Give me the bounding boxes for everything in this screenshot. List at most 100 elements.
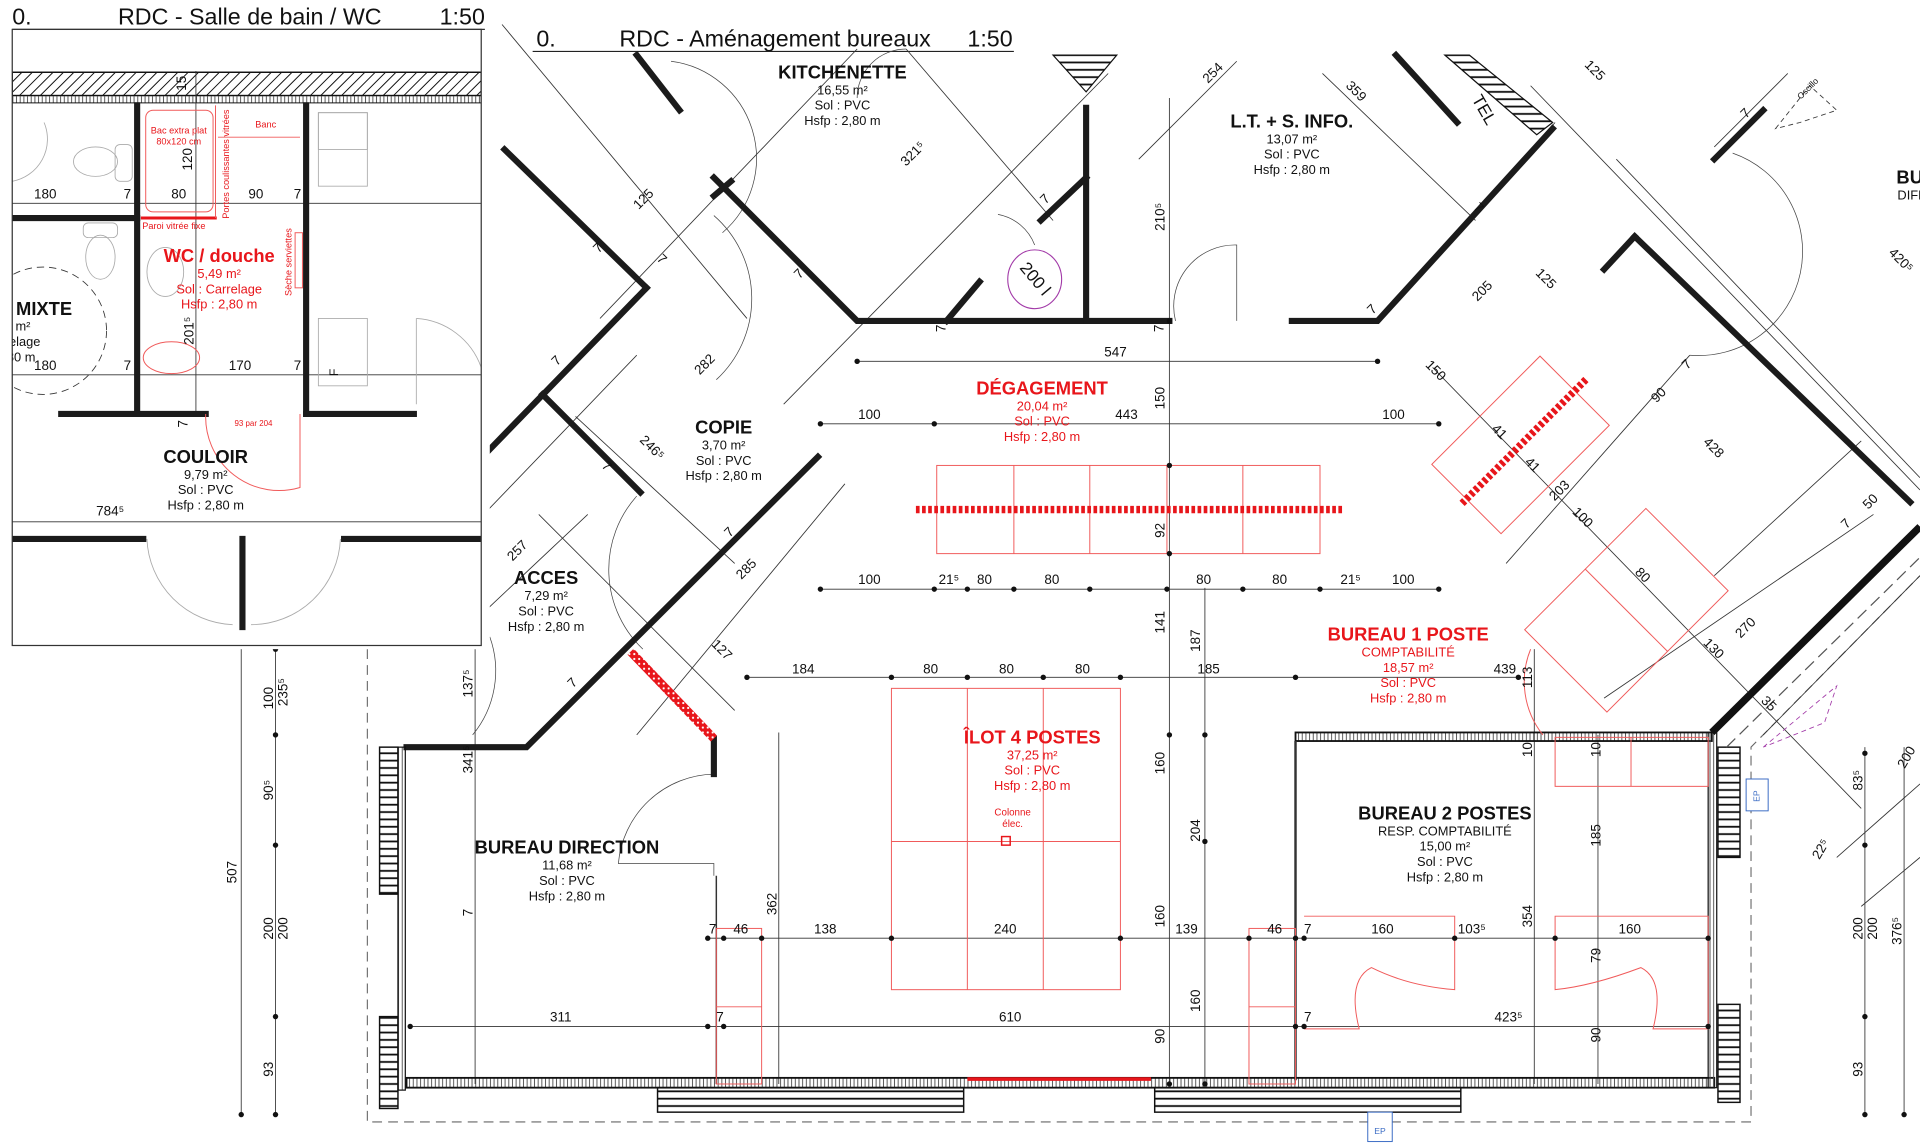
room-sol: Sol : PVC (696, 453, 752, 468)
dimension-tick (1011, 586, 1017, 592)
dimension-label: 7 (709, 921, 716, 936)
dimension-label: 79 (1588, 948, 1603, 963)
dimension-tick (1202, 838, 1208, 845)
dimension-tick (964, 586, 971, 592)
f-label: F (327, 369, 341, 376)
dimension-tick (1040, 674, 1046, 681)
dimension-tick (720, 1023, 727, 1030)
dimension-label: 21⁵ (939, 572, 960, 587)
dimension-label: 41 (1489, 421, 1510, 442)
dimension-label: 130 (1701, 635, 1728, 662)
dimension-label: 7 (1151, 325, 1166, 333)
dimension-tick (1166, 462, 1173, 469)
door-swings (472, 48, 1803, 876)
main-plan-number: 0. (536, 26, 555, 52)
dimension-tick (931, 586, 937, 592)
dimension-label: 90⁵ (261, 780, 276, 801)
colonne-label-1: Colonne (994, 808, 1030, 819)
window-tilt-symbol (1774, 85, 1838, 130)
dimension-label: 83⁵ (1850, 770, 1865, 791)
dimension-tick (1515, 674, 1522, 681)
room-sol: Sol : PVC (518, 603, 574, 618)
dimension-label: 210⁵ (1152, 203, 1167, 231)
room-area: 9,79 m² (184, 467, 228, 482)
dimension-tick (964, 674, 971, 681)
room-sol: Sol : PVC (539, 873, 595, 888)
dimension-tick (1292, 935, 1299, 941)
dimension-tick (1240, 586, 1246, 592)
room-area: 37,25 m² (1007, 747, 1058, 762)
dimension-label: 100 (1382, 407, 1404, 422)
dimension-label: 7 (564, 675, 580, 691)
dimension-tick (1202, 732, 1208, 738)
inset-frame (11, 28, 482, 647)
dimension-tick (1166, 732, 1173, 738)
exterior-walls (378, 524, 1920, 1113)
telecom-cabinet (1443, 54, 1554, 136)
dimension-label: 180 (34, 186, 56, 201)
fixed-glass-label: Paroi vitrée fixe (142, 221, 205, 231)
dimension-label: 282 (691, 351, 718, 378)
dimension-tick (888, 674, 895, 681)
dimension-label: 254 (1199, 59, 1226, 86)
room-label-mixte: MIXTE,60 m²Carrelage: 2,80 m (0, 298, 72, 365)
dimension-tick (854, 358, 860, 365)
inset-number: 0. (12, 3, 31, 29)
dimension-label: 170 (229, 358, 251, 373)
dimension-label: 7 (294, 186, 301, 201)
dimension-label: 200 (1865, 917, 1880, 939)
dimension-label: 7 (548, 353, 564, 369)
room-name: WC / douche (164, 245, 275, 266)
dimension-tick (888, 935, 895, 941)
room-sub: RESP. COMPTABILITÉ (1378, 823, 1512, 838)
dimension-label: 185 (1588, 824, 1603, 846)
dimension-lines (240, 24, 1920, 1115)
room-area: 13,07 m² (1266, 131, 1317, 146)
dimension-label: 80 (1272, 572, 1287, 587)
dimension-label: 784⁵ (96, 504, 124, 519)
room-hsfp: Hsfp : 2,80 m (1370, 690, 1446, 705)
dimension-tick (744, 674, 750, 681)
dimension-label: 201⁵ (181, 317, 196, 345)
dimension-tick (1862, 1013, 1868, 1020)
dimension-label: 285 (733, 556, 760, 583)
room-name: BUREAU DIRECTION (475, 837, 660, 858)
dimension-label: 362 (764, 893, 779, 915)
room-name: ACCES (514, 567, 578, 588)
dimension-label: 270 (1732, 614, 1759, 641)
room-hsfp: : 2,80 m (0, 349, 35, 364)
dimension-label: 103⁵ (1458, 921, 1486, 936)
room-name: MIXTE (16, 298, 72, 319)
inset-scale: 1:50 (440, 3, 485, 29)
ep-label: EP (1374, 1126, 1386, 1136)
ep-label: EP (1752, 790, 1762, 802)
dimension-tick (1862, 750, 1868, 756)
dimension-label: 200 (1894, 744, 1918, 771)
dimension-tick (1117, 674, 1124, 681)
dimension-tick (1301, 935, 1307, 941)
dimension-label: 125 (1533, 265, 1560, 292)
dimension-tick (720, 935, 727, 941)
main-title-block: 0. RDC - Aménagement bureaux 1:50 (532, 26, 1014, 53)
room-area: 7,29 m² (524, 588, 568, 603)
inset-bathroom-plan: 0. RDC - Salle de bain / WC 1:50 (0, 0, 490, 650)
dimension-label: 359 (1343, 78, 1370, 105)
room-area: 3,70 m² (702, 438, 746, 453)
dimension-label: 10 (1520, 742, 1535, 757)
dimension-label: 46 (733, 921, 748, 936)
dimension-label: 93 (1850, 1062, 1865, 1077)
dimension-label: 7 (933, 325, 948, 333)
dimension-label: 311 (550, 1010, 571, 1025)
dimension-label: 80 (1075, 662, 1090, 677)
dimension-label: 80 (171, 186, 186, 201)
room-area: 16,55 m² (817, 82, 868, 97)
room-hsfp: Hsfp : 2,80 m (994, 778, 1070, 793)
